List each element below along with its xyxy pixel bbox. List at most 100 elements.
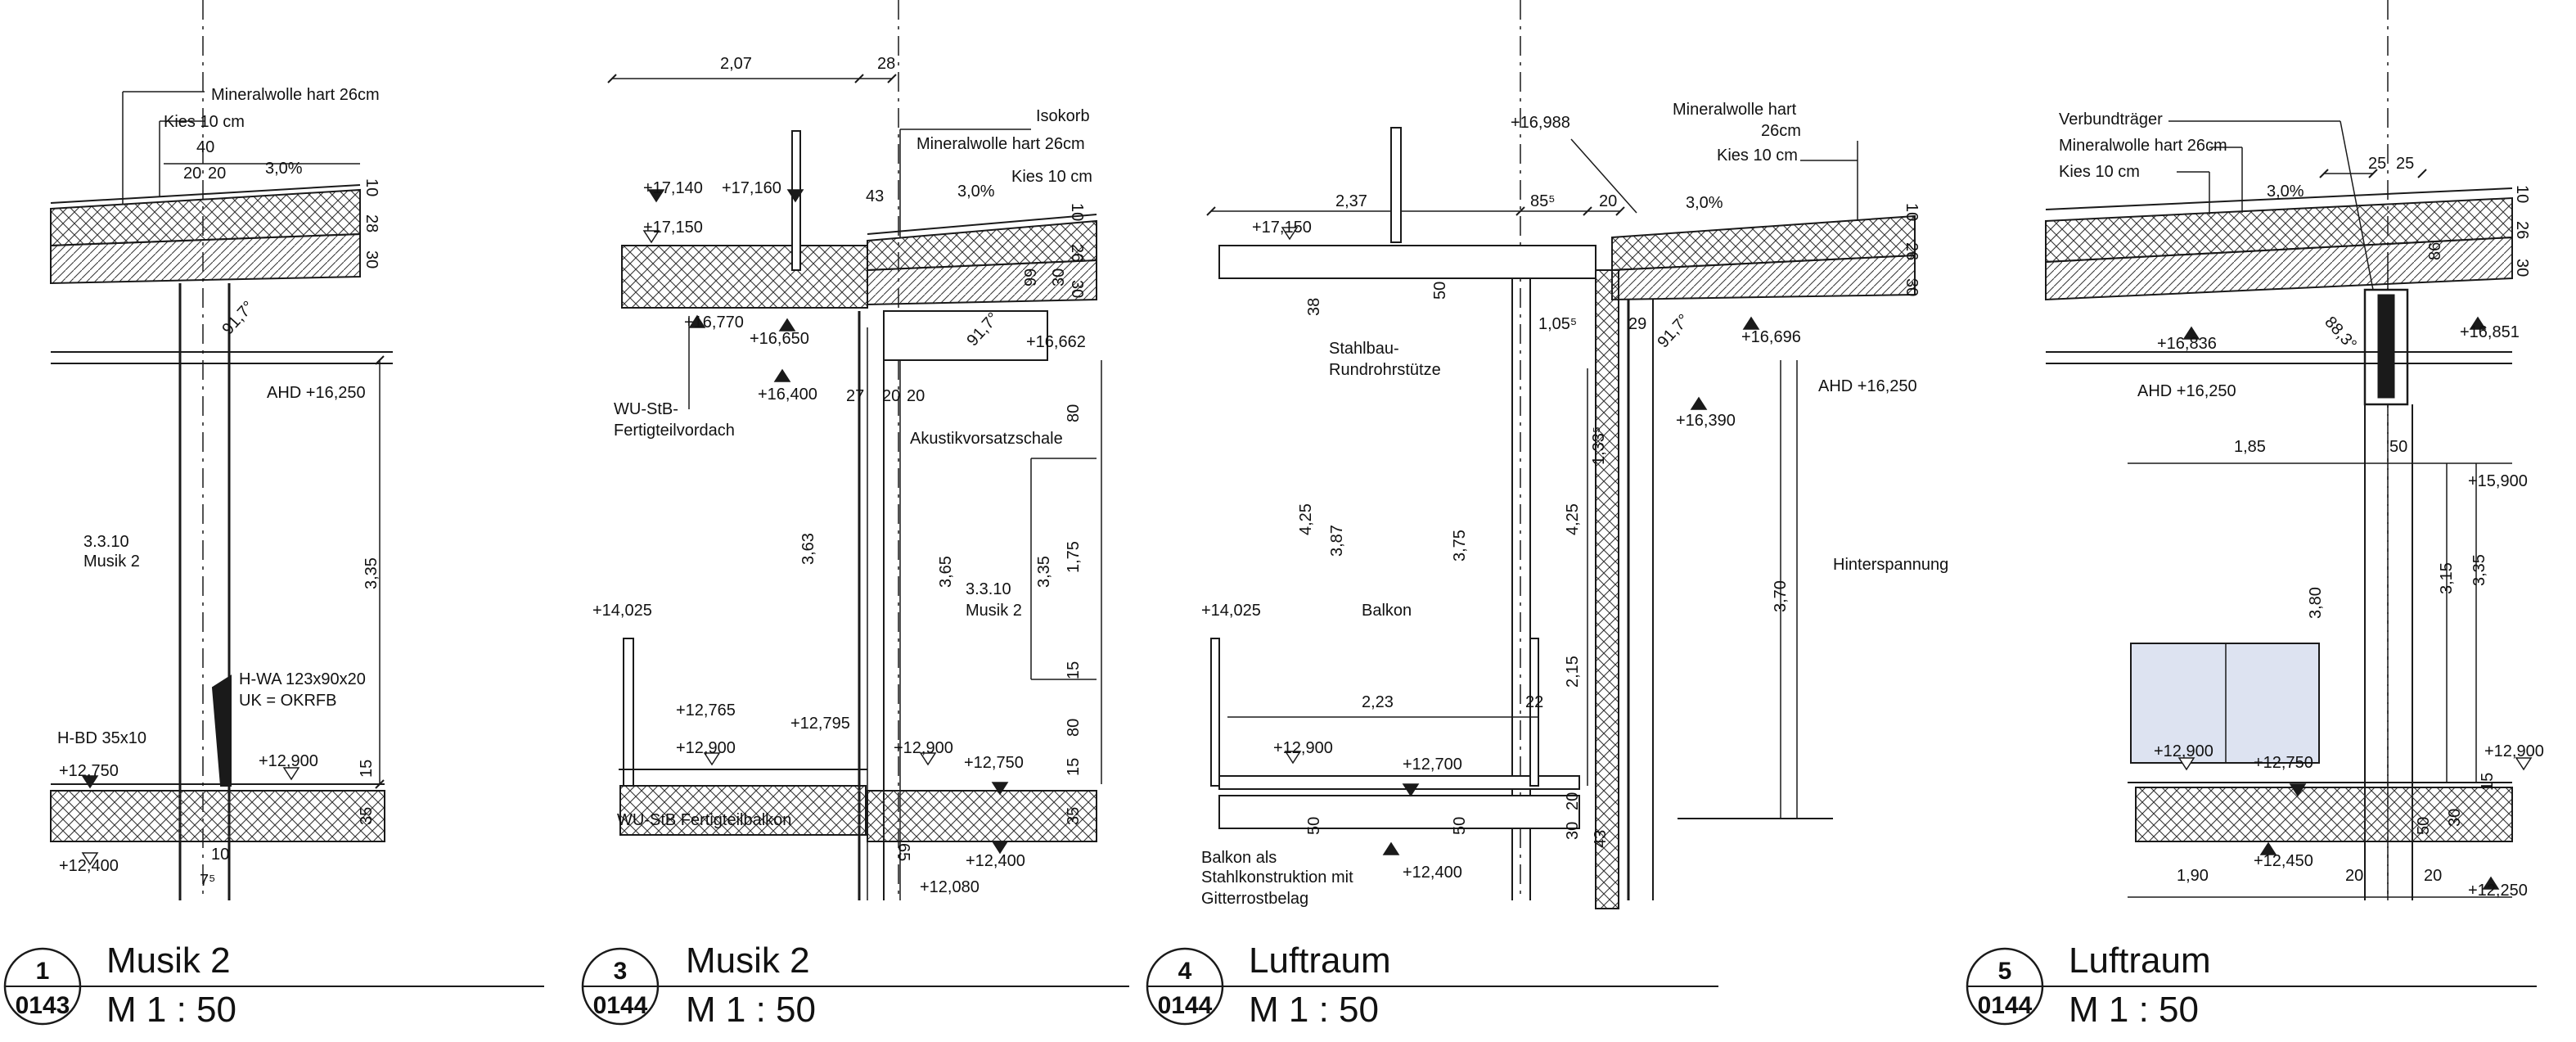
- level-17150: +17,150: [1252, 219, 1312, 237]
- dim-43: 43: [866, 187, 884, 205]
- level-12900a: +12,900: [676, 739, 736, 757]
- level-marker: [1742, 316, 1760, 330]
- level-12765: +12,765: [676, 701, 736, 719]
- sheet-number: 0144: [1158, 992, 1213, 1019]
- slope-label: 3,0%: [1686, 194, 1723, 212]
- dim-20b: 20: [1564, 792, 1582, 810]
- dim-80a: 80: [1065, 404, 1083, 422]
- level-16390: +16,390: [1676, 412, 1736, 430]
- label-isokorb: Isokorb: [1036, 107, 1090, 125]
- leader-line: [1570, 138, 1637, 214]
- dim-26: 26: [1903, 242, 1921, 260]
- dim-30b: 30: [1050, 268, 1068, 286]
- label-mineralwolle-2: 26cm: [1761, 122, 1801, 140]
- level-marker: [642, 230, 660, 244]
- dim-35: 35: [358, 807, 376, 825]
- level-marker: [81, 775, 99, 789]
- label-balkon-stahl-1: Balkon als: [1201, 849, 1277, 867]
- dim-tick: [1515, 206, 1525, 216]
- dim-22: 22: [1525, 693, 1543, 711]
- dim-50: 50: [1431, 282, 1449, 300]
- parapet: [1210, 638, 1220, 787]
- dim-86: 86: [2426, 242, 2444, 260]
- label-balkon-stahl-3: Gitterrostbelag: [1201, 890, 1308, 908]
- level-marker: [1690, 396, 1708, 410]
- dim-7-5: 7⁵: [200, 872, 215, 890]
- dim-175: 1,75: [1065, 541, 1083, 573]
- detail-title: Musik 2: [686, 941, 810, 981]
- level-12750: +12,750: [964, 754, 1024, 772]
- dim-1-05-5: 1,05⁵: [1538, 315, 1577, 333]
- dim-20a: 20: [183, 165, 201, 183]
- level-marker: [778, 318, 796, 332]
- dim-425b: 4,25: [1564, 503, 1582, 535]
- level-marker: [2177, 757, 2195, 771]
- dim-50b: 50: [1451, 817, 1469, 835]
- glass-railing: [2130, 643, 2320, 764]
- room-name: Musik 2: [83, 553, 140, 571]
- dim-30: 30: [2513, 259, 2531, 277]
- dim-28: 28: [363, 214, 381, 232]
- level-marker: [1382, 841, 1400, 855]
- level-marker: [2469, 316, 2487, 330]
- level-12900: +12,900: [259, 752, 318, 770]
- dim-207: 2,07: [720, 55, 752, 73]
- dim-tick: [1206, 206, 1216, 216]
- gravel-line: [867, 214, 1097, 235]
- dim-185: 1,85: [2234, 438, 2266, 456]
- dim-315: 3,15: [2438, 562, 2456, 594]
- level-marker: [81, 852, 99, 866]
- roof-slab: [50, 232, 361, 285]
- level-17140: +17,140: [643, 179, 703, 197]
- steel-section: [2377, 294, 2395, 399]
- level-12400: +12,400: [966, 852, 1025, 870]
- level-marker: [688, 314, 706, 328]
- level-marker: [647, 189, 665, 203]
- title-block-detail-3: 3 0144 Musik 2 M 1 : 50: [581, 941, 1129, 1030]
- detail-title: Luftraum: [1249, 941, 1391, 981]
- detail-number: 1: [36, 958, 50, 985]
- dim-335: 3,35: [363, 557, 381, 589]
- level-marker: [2182, 326, 2200, 340]
- label-vordach-1: WU-StB-: [614, 400, 678, 418]
- dim-15: 15: [1065, 661, 1083, 679]
- label-akustik: Akustikvorsatzschale: [910, 430, 1063, 448]
- label-balkon: Balkon: [1362, 602, 1412, 620]
- dim-15: 15: [358, 760, 376, 778]
- detail-scale: M 1 : 50: [686, 990, 816, 1030]
- level-16696: +16,696: [1741, 328, 1801, 346]
- detail-number: 5: [1998, 958, 2012, 985]
- dim-50a: 50: [1305, 817, 1323, 835]
- dim-20b: 20: [208, 165, 226, 183]
- level-marker: [2259, 841, 2277, 855]
- dim-10b: 10: [211, 846, 229, 864]
- ahd-label: AHD +16,250: [2137, 382, 2236, 400]
- dim-335: 3,35: [1035, 556, 1053, 588]
- angle-label: 91,7°: [218, 298, 258, 339]
- dim-10: 10: [2513, 185, 2531, 203]
- balcony-roof-beam: [1218, 245, 1596, 279]
- dim-10: 10: [363, 178, 381, 196]
- dim-365: 3,65: [937, 556, 955, 588]
- dim-65: 65: [894, 843, 912, 861]
- parapet: [623, 638, 634, 787]
- level-12750: +12,750: [59, 762, 119, 780]
- level-marker: [991, 841, 1009, 855]
- label-uk: UK = OKRFB: [239, 692, 336, 710]
- level-16400: +16,400: [758, 386, 817, 404]
- detail-title: Luftraum: [2069, 941, 2211, 981]
- title-block-detail-5: 5 0144 Luftraum M 1 : 50: [1966, 941, 2537, 1030]
- dim-20: 20: [1599, 192, 1617, 210]
- dim-30: 30: [1068, 280, 1086, 298]
- detail-number: 3: [614, 958, 628, 985]
- room-number: 3.3.10: [83, 533, 129, 551]
- level-14025: +14,025: [1201, 602, 1261, 620]
- slope-label: 3,0%: [2267, 183, 2304, 201]
- level-16650: +16,650: [750, 330, 809, 348]
- level-marker: [1402, 783, 1420, 797]
- dim-35: 35: [1065, 807, 1083, 825]
- dim-370: 3,70: [1772, 580, 1790, 612]
- dim-50b: 50: [2415, 817, 2433, 835]
- dim-10: 10: [1068, 203, 1086, 221]
- detail-scale: M 1 : 50: [2069, 990, 2199, 1030]
